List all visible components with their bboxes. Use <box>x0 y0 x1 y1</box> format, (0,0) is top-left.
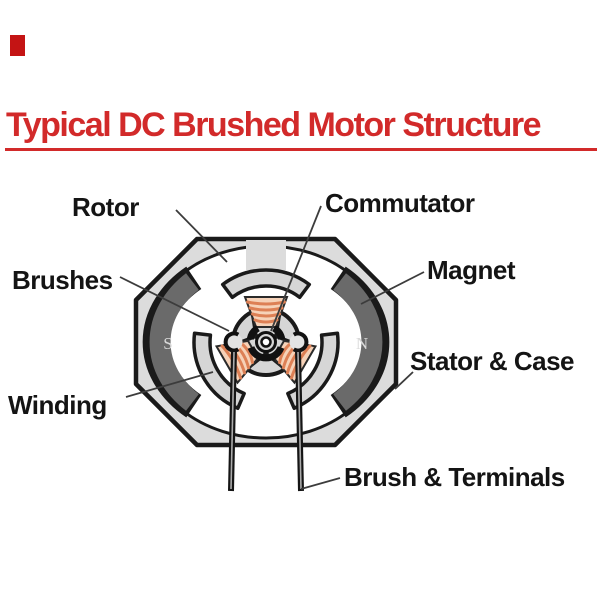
shaft-hole <box>260 336 272 348</box>
label-brush-terminals: Brush & Terminals <box>344 462 565 492</box>
leader-line-brush-terminals <box>300 477 341 490</box>
leader-line-magnet <box>360 271 425 305</box>
leader-line-rotor <box>175 209 228 263</box>
commutator <box>246 325 286 362</box>
title-underline <box>5 148 597 151</box>
north-pole-letter: N <box>356 334 368 353</box>
label-rotor: Rotor <box>72 192 139 222</box>
lead-wire-right-core <box>297 351 302 490</box>
label-commutator: Commutator <box>325 188 475 218</box>
label-brushes: Brushes <box>12 265 113 295</box>
south-pole-letter: S <box>163 334 172 353</box>
label-magnet: Magnet <box>427 255 516 285</box>
brush-right <box>289 331 309 353</box>
leader-line-stator-case <box>394 371 414 390</box>
leader-line-brushes <box>119 276 230 332</box>
label-winding: Winding <box>8 390 107 420</box>
magnet-left-south <box>142 266 202 418</box>
page-title: Typical DC Brushed Motor Structure <box>6 106 542 144</box>
label-stator-case: Stator & Case <box>410 346 575 376</box>
leader-line-commutator <box>270 205 322 332</box>
stator-bridge-top <box>246 240 286 270</box>
red-corner-mark <box>10 35 25 56</box>
magnet-right-north <box>330 266 390 418</box>
lead-wire-left-core <box>230 351 235 490</box>
leader-line-winding <box>125 371 214 398</box>
brush-left <box>223 331 243 353</box>
